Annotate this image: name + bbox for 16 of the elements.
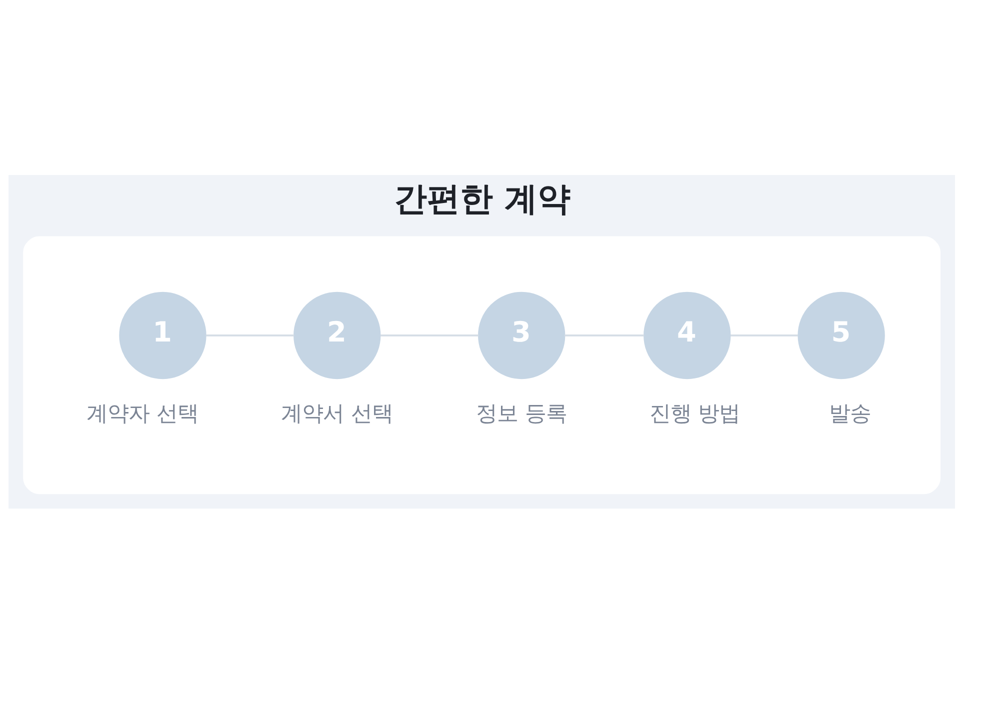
node-label: 진행 방법 bbox=[649, 401, 740, 426]
node-label: 정보 등록 bbox=[476, 401, 568, 426]
connector bbox=[564, 334, 644, 336]
node-circle: 1 bbox=[119, 292, 206, 380]
node-label: 발송 bbox=[829, 401, 872, 426]
node-label: 계약자 선택 bbox=[86, 401, 198, 426]
node-circle: 2 bbox=[294, 292, 381, 380]
node-circle: 4 bbox=[644, 292, 731, 380]
cluster bbox=[23, 236, 941, 494]
node-circle: 3 bbox=[478, 292, 566, 380]
diagram-title: 간편한 계약 bbox=[394, 180, 570, 218]
connector bbox=[730, 334, 798, 336]
node-circle: 5 bbox=[798, 292, 885, 380]
connector bbox=[206, 334, 294, 336]
node-label: 계약서 선택 bbox=[281, 401, 394, 426]
connector bbox=[380, 334, 479, 336]
